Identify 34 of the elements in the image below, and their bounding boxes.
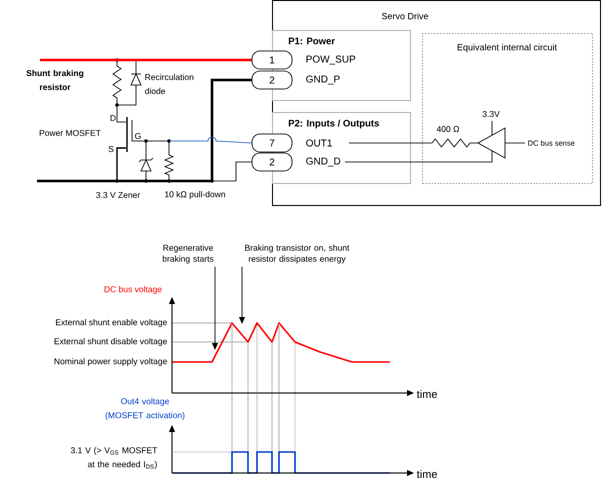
signal-name: GND_P	[306, 76, 340, 84]
wire	[168, 136, 252, 144]
axis-title: Out4 voltage (MOSFET activation)	[106, 398, 184, 420]
axis-title: time	[416, 470, 437, 478]
label-text: External shunt enable voltage	[56, 319, 167, 327]
signal-name: POW_SUP	[306, 56, 356, 64]
label-text: S	[108, 146, 114, 152]
label-text: Nominal power supply voltage	[54, 358, 167, 366]
label-text: 400 Ω	[436, 126, 460, 132]
pin-connector: 2	[252, 152, 292, 172]
voltage-curve	[172, 322, 390, 363]
wire	[236, 162, 252, 182]
wire	[344, 150, 492, 162]
axis-title: time	[416, 390, 437, 398]
label-text: Power MOSFET	[40, 130, 101, 136]
pin-connector: 2	[252, 70, 292, 90]
label-text: G	[135, 133, 141, 139]
annotation-text: Braking transistor on, shunt resistor dissipates energy	[245, 244, 350, 264]
signal-name: OUT1	[306, 139, 332, 147]
pin-connector: 7	[252, 134, 292, 152]
label-text: Shunt braking resistor	[26, 70, 84, 90]
annotation-text: Regenerative braking starts	[162, 244, 214, 264]
wire	[348, 142, 432, 144]
axis-title: DC bus voltage	[104, 286, 162, 294]
label-text: Recirculation diode	[145, 74, 194, 94]
wire	[210, 78, 252, 181]
signal-name: GND_D	[306, 158, 340, 166]
pin-connector: 1	[252, 50, 292, 70]
label-text: 3.3V	[482, 111, 500, 117]
label-text: D	[110, 115, 116, 121]
wire	[40, 58, 252, 62]
label-text: 3.3 V Zener	[96, 192, 140, 198]
label-text: 3.1 V (> V$_{GS}$ MOSFET at the needed I$_{DS}$)	[70, 447, 158, 469]
label-text: 10 kΩ pull-down	[165, 191, 226, 199]
